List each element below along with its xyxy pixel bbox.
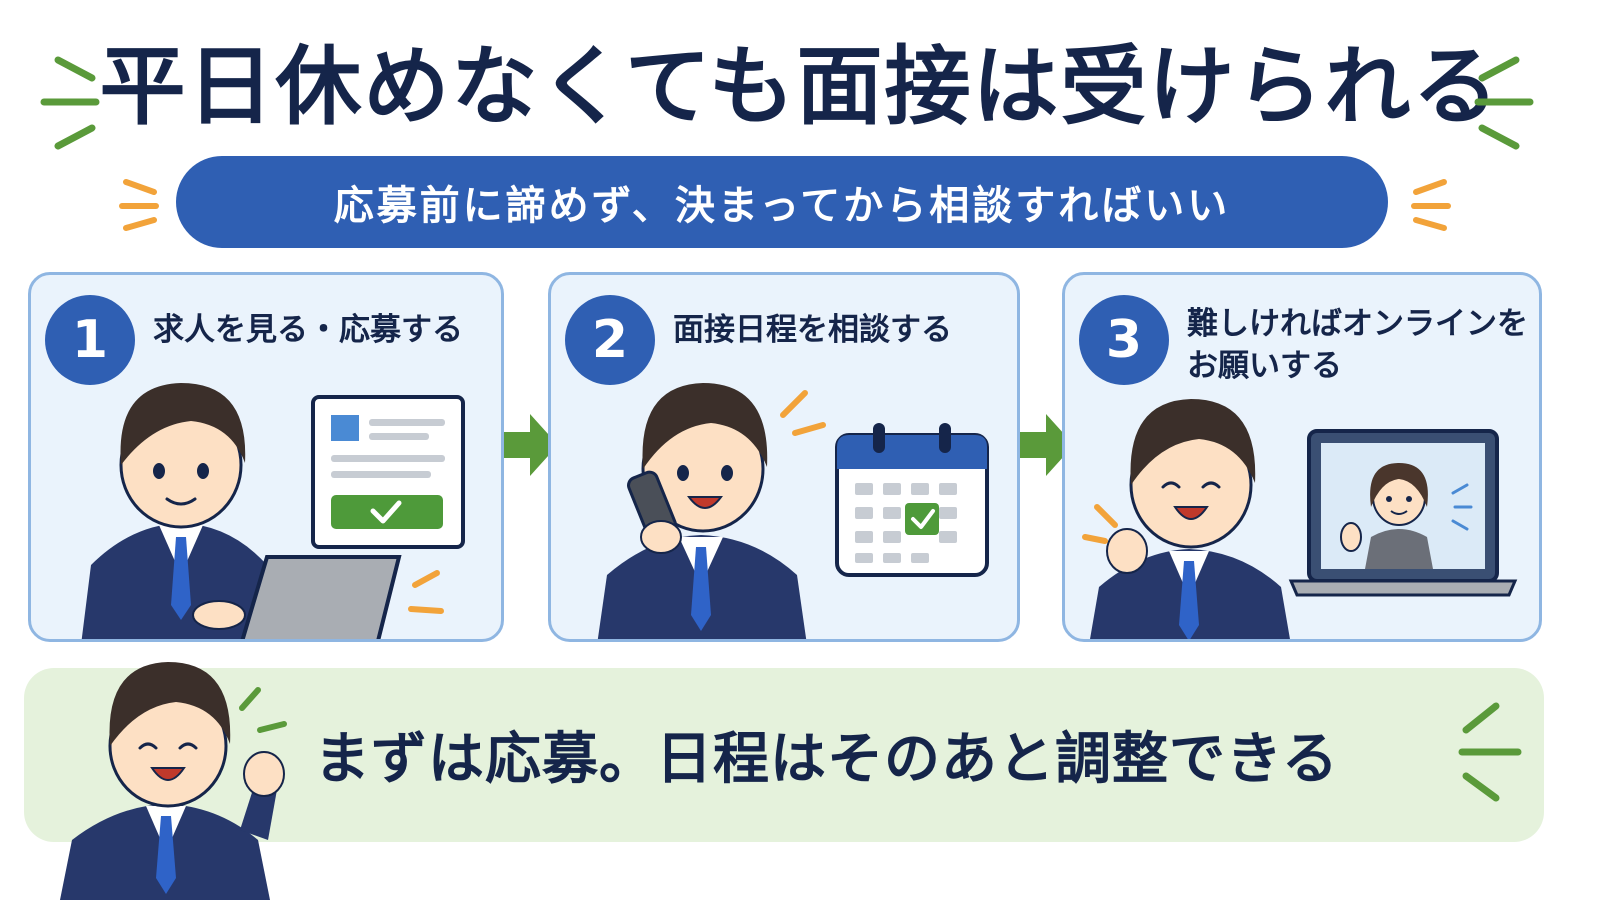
arrow-right-icon	[1020, 414, 1074, 476]
sparkle-icon-footer-right	[1458, 702, 1522, 802]
phone-calendar-illustration	[597, 383, 989, 639]
sparkle-icon-subtitle-right	[1411, 179, 1451, 231]
subtitle-text: 応募前に諦めず、決まってから相談すればいい	[333, 183, 1231, 229]
online-interview-illustration	[1082, 399, 1518, 639]
footer-message: まずは応募。日程はそのあと調整できる	[314, 727, 1339, 792]
step-card-3: 3 難しければオンラインを お願いする	[1062, 272, 1542, 642]
step-label: 難しければオンラインを お願いする	[1187, 303, 1528, 387]
step-label-line-2: お願いする	[1187, 348, 1342, 384]
sparkle-icon-title-right	[1474, 56, 1534, 150]
footer-message-band	[24, 668, 1544, 842]
step-number-badge: 3	[1079, 295, 1169, 385]
checkmark-icon	[911, 509, 935, 529]
step-label-line-1: 難しければオンラインを	[1187, 306, 1528, 342]
step-card-1: 1 求人を見る・応募する	[28, 272, 504, 642]
laptop-icon	[240, 555, 402, 639]
step-label: 求人を見る・応募する	[153, 312, 463, 348]
sparkle-icon-title-left	[40, 56, 100, 150]
step-label: 面接日程を相談する	[673, 312, 952, 348]
step-number-badge: 1	[45, 295, 135, 385]
sparkle-icon-subtitle-left	[119, 179, 159, 231]
step-number-badge: 2	[565, 295, 655, 385]
calendar-icon	[835, 423, 989, 577]
arrow-right-icon	[504, 414, 558, 476]
step-card-2: 2 面接日程を相談する	[548, 272, 1020, 642]
checkmark-icon	[370, 500, 402, 524]
laptop-application-illustration	[81, 383, 465, 639]
cheering-person-illustration	[60, 662, 287, 900]
subtitle-banner: 応募前に諦めず、決まってから相談すればいい	[176, 156, 1388, 248]
page-title: 平日休めなくても面接は受けられる	[99, 37, 1501, 137]
